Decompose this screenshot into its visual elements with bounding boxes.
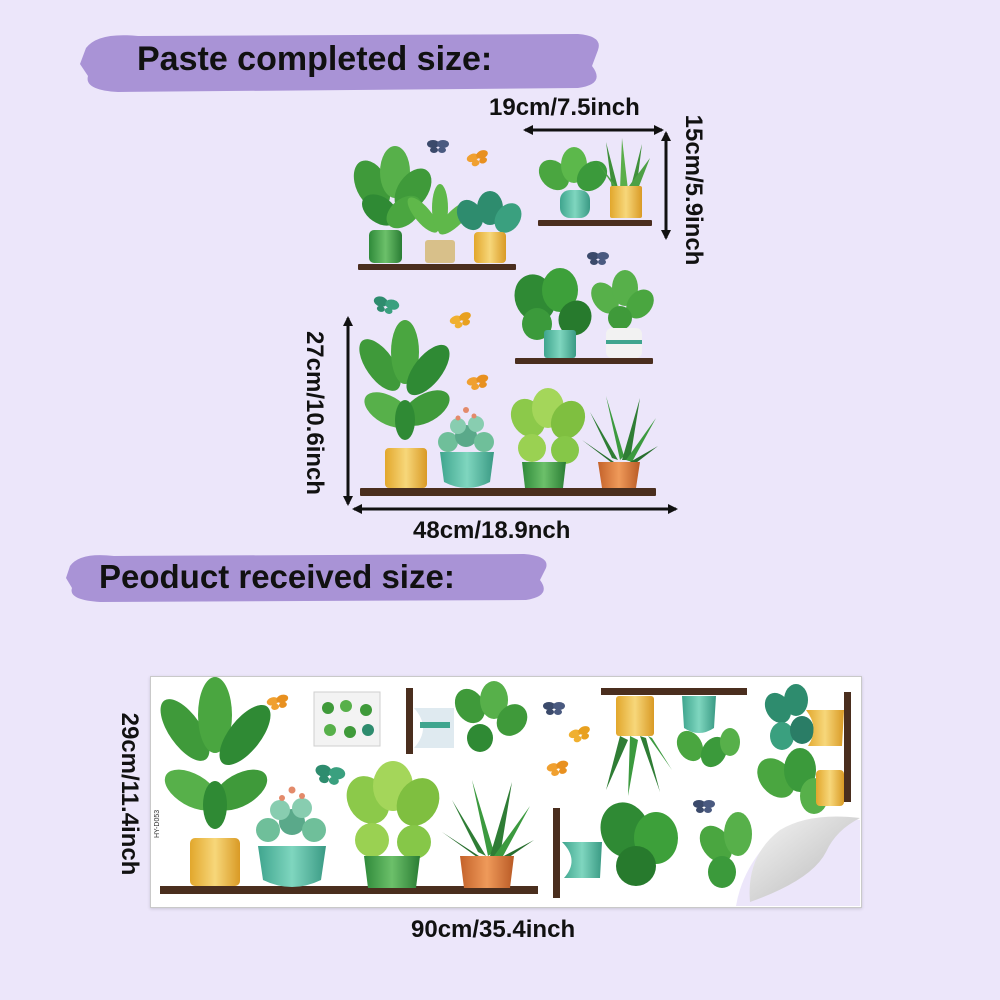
pot (258, 846, 326, 887)
sheet-shelf (160, 886, 538, 894)
leaf-cluster (442, 780, 534, 862)
flower-stems (455, 407, 477, 421)
shelf-bottom (360, 488, 656, 496)
sheet-width-label: 90cm/35.4inch (411, 916, 576, 943)
sheet-vertical-shelf (406, 688, 413, 754)
pot (440, 452, 494, 488)
hanging-leaves (676, 728, 740, 768)
leaf-cluster (160, 677, 271, 829)
sheet-shelf-top (601, 688, 747, 695)
leaf-cluster (454, 681, 528, 752)
heading-completed-size: Paste completed size: (137, 40, 493, 78)
pot (816, 770, 844, 806)
pot (562, 842, 602, 878)
plant-group-middle-right (514, 268, 654, 358)
pot (369, 230, 402, 263)
plant-group-upper-left (353, 146, 522, 263)
shelf-upper-left (358, 264, 516, 270)
peel-curl (749, 816, 860, 902)
butterfly-icon (543, 702, 565, 715)
pot (385, 448, 427, 488)
pot (522, 462, 566, 488)
butterfly-icon (427, 140, 449, 153)
pot (682, 696, 716, 733)
butterfly-icon (693, 800, 715, 813)
hanging-leaves (606, 736, 672, 796)
pot (616, 696, 654, 736)
top-width-label: 19cm/7.5inch (489, 94, 640, 121)
plant-group-upper-right (538, 138, 650, 218)
butterfly-icon (449, 312, 471, 329)
butterfly-icon (266, 694, 289, 710)
butterflies-top (373, 140, 609, 390)
pot (806, 710, 844, 746)
pot (544, 330, 576, 358)
leaf-cluster (510, 388, 586, 464)
pot (364, 856, 420, 888)
leaf-cluster (699, 812, 752, 888)
main-width-label: 48cm/18.9nch (413, 517, 571, 544)
succulent-cluster (438, 416, 494, 452)
leaf-cluster (591, 270, 654, 330)
butterfly-icon (546, 760, 569, 776)
pot (190, 838, 240, 886)
leaf-cluster (538, 147, 608, 192)
sheet-artwork (160, 677, 860, 906)
dimension-arrows (343, 125, 678, 514)
butterfly-icon (466, 374, 489, 390)
monstera-leaves (514, 268, 592, 340)
pot (425, 240, 455, 263)
butterfly-icon (568, 726, 590, 743)
plant-group-bottom (359, 320, 658, 488)
butterfly-icon (587, 252, 609, 265)
sheet-vertical-shelf-right (844, 692, 851, 802)
heading-received-size: Peoduct received size: (99, 558, 455, 595)
butterfly-icon (315, 764, 346, 785)
leaf-cluster (359, 320, 450, 440)
banner-completed-brush (80, 34, 599, 92)
leaf-cluster (346, 761, 440, 859)
pot (610, 186, 642, 218)
shelf-upper-right (538, 220, 652, 226)
pot (560, 190, 590, 218)
shelf-middle-right (515, 358, 653, 364)
leaf-cluster (764, 684, 814, 750)
pot (474, 232, 506, 263)
thumbnail-plants (322, 700, 374, 738)
flower-stems (279, 786, 305, 801)
leaf-cluster (596, 138, 650, 194)
sheet-vertical-shelf-lower (553, 808, 560, 898)
butterfly-icon (373, 296, 400, 314)
butterfly-icon (466, 150, 488, 167)
monstera-leaves (600, 802, 678, 886)
leaf-cluster (456, 191, 522, 233)
banner-received-brush (66, 554, 547, 602)
pot (460, 856, 514, 888)
leaf-cluster (582, 396, 658, 466)
shelves (358, 220, 656, 496)
pot (598, 462, 640, 488)
succulent-cluster (256, 798, 326, 842)
